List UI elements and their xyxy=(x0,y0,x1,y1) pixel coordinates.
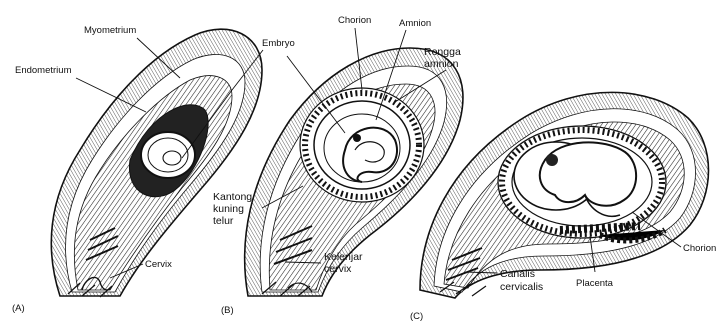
label-rongga-amnion-1: Rongga xyxy=(424,46,461,58)
label-canalis-2: cervicalis xyxy=(500,281,543,293)
panel-label-b: (B) xyxy=(221,305,234,316)
label-chorion-top: Chorion xyxy=(338,15,371,26)
label-myometrium: Myometrium xyxy=(84,25,136,36)
label-kantong-1: Kantong xyxy=(213,191,252,203)
label-kelenjar-2: cervix xyxy=(324,263,352,275)
label-canalis-1: Canalis xyxy=(500,268,535,280)
panel-a-uterus xyxy=(51,29,262,297)
label-cervix: Cervix xyxy=(145,259,172,270)
panel-c-uterus xyxy=(420,92,709,298)
label-kelenjar-1: Kelenjar xyxy=(324,251,363,263)
label-kantong-3: telur xyxy=(213,215,234,227)
label-rongga-amnion-2: amnion xyxy=(424,58,459,70)
label-amnion: Amnion xyxy=(399,18,431,29)
label-chorion-right: Chorion xyxy=(683,243,716,254)
label-placenta: Placenta xyxy=(576,278,614,289)
label-kantong-2: kuning xyxy=(213,203,244,215)
panel-label-c: (C) xyxy=(410,311,423,321)
panel-label-a: (A) xyxy=(12,303,25,314)
label-endometrium: Endometrium xyxy=(15,65,72,76)
label-embryo: Embryo xyxy=(262,38,295,49)
